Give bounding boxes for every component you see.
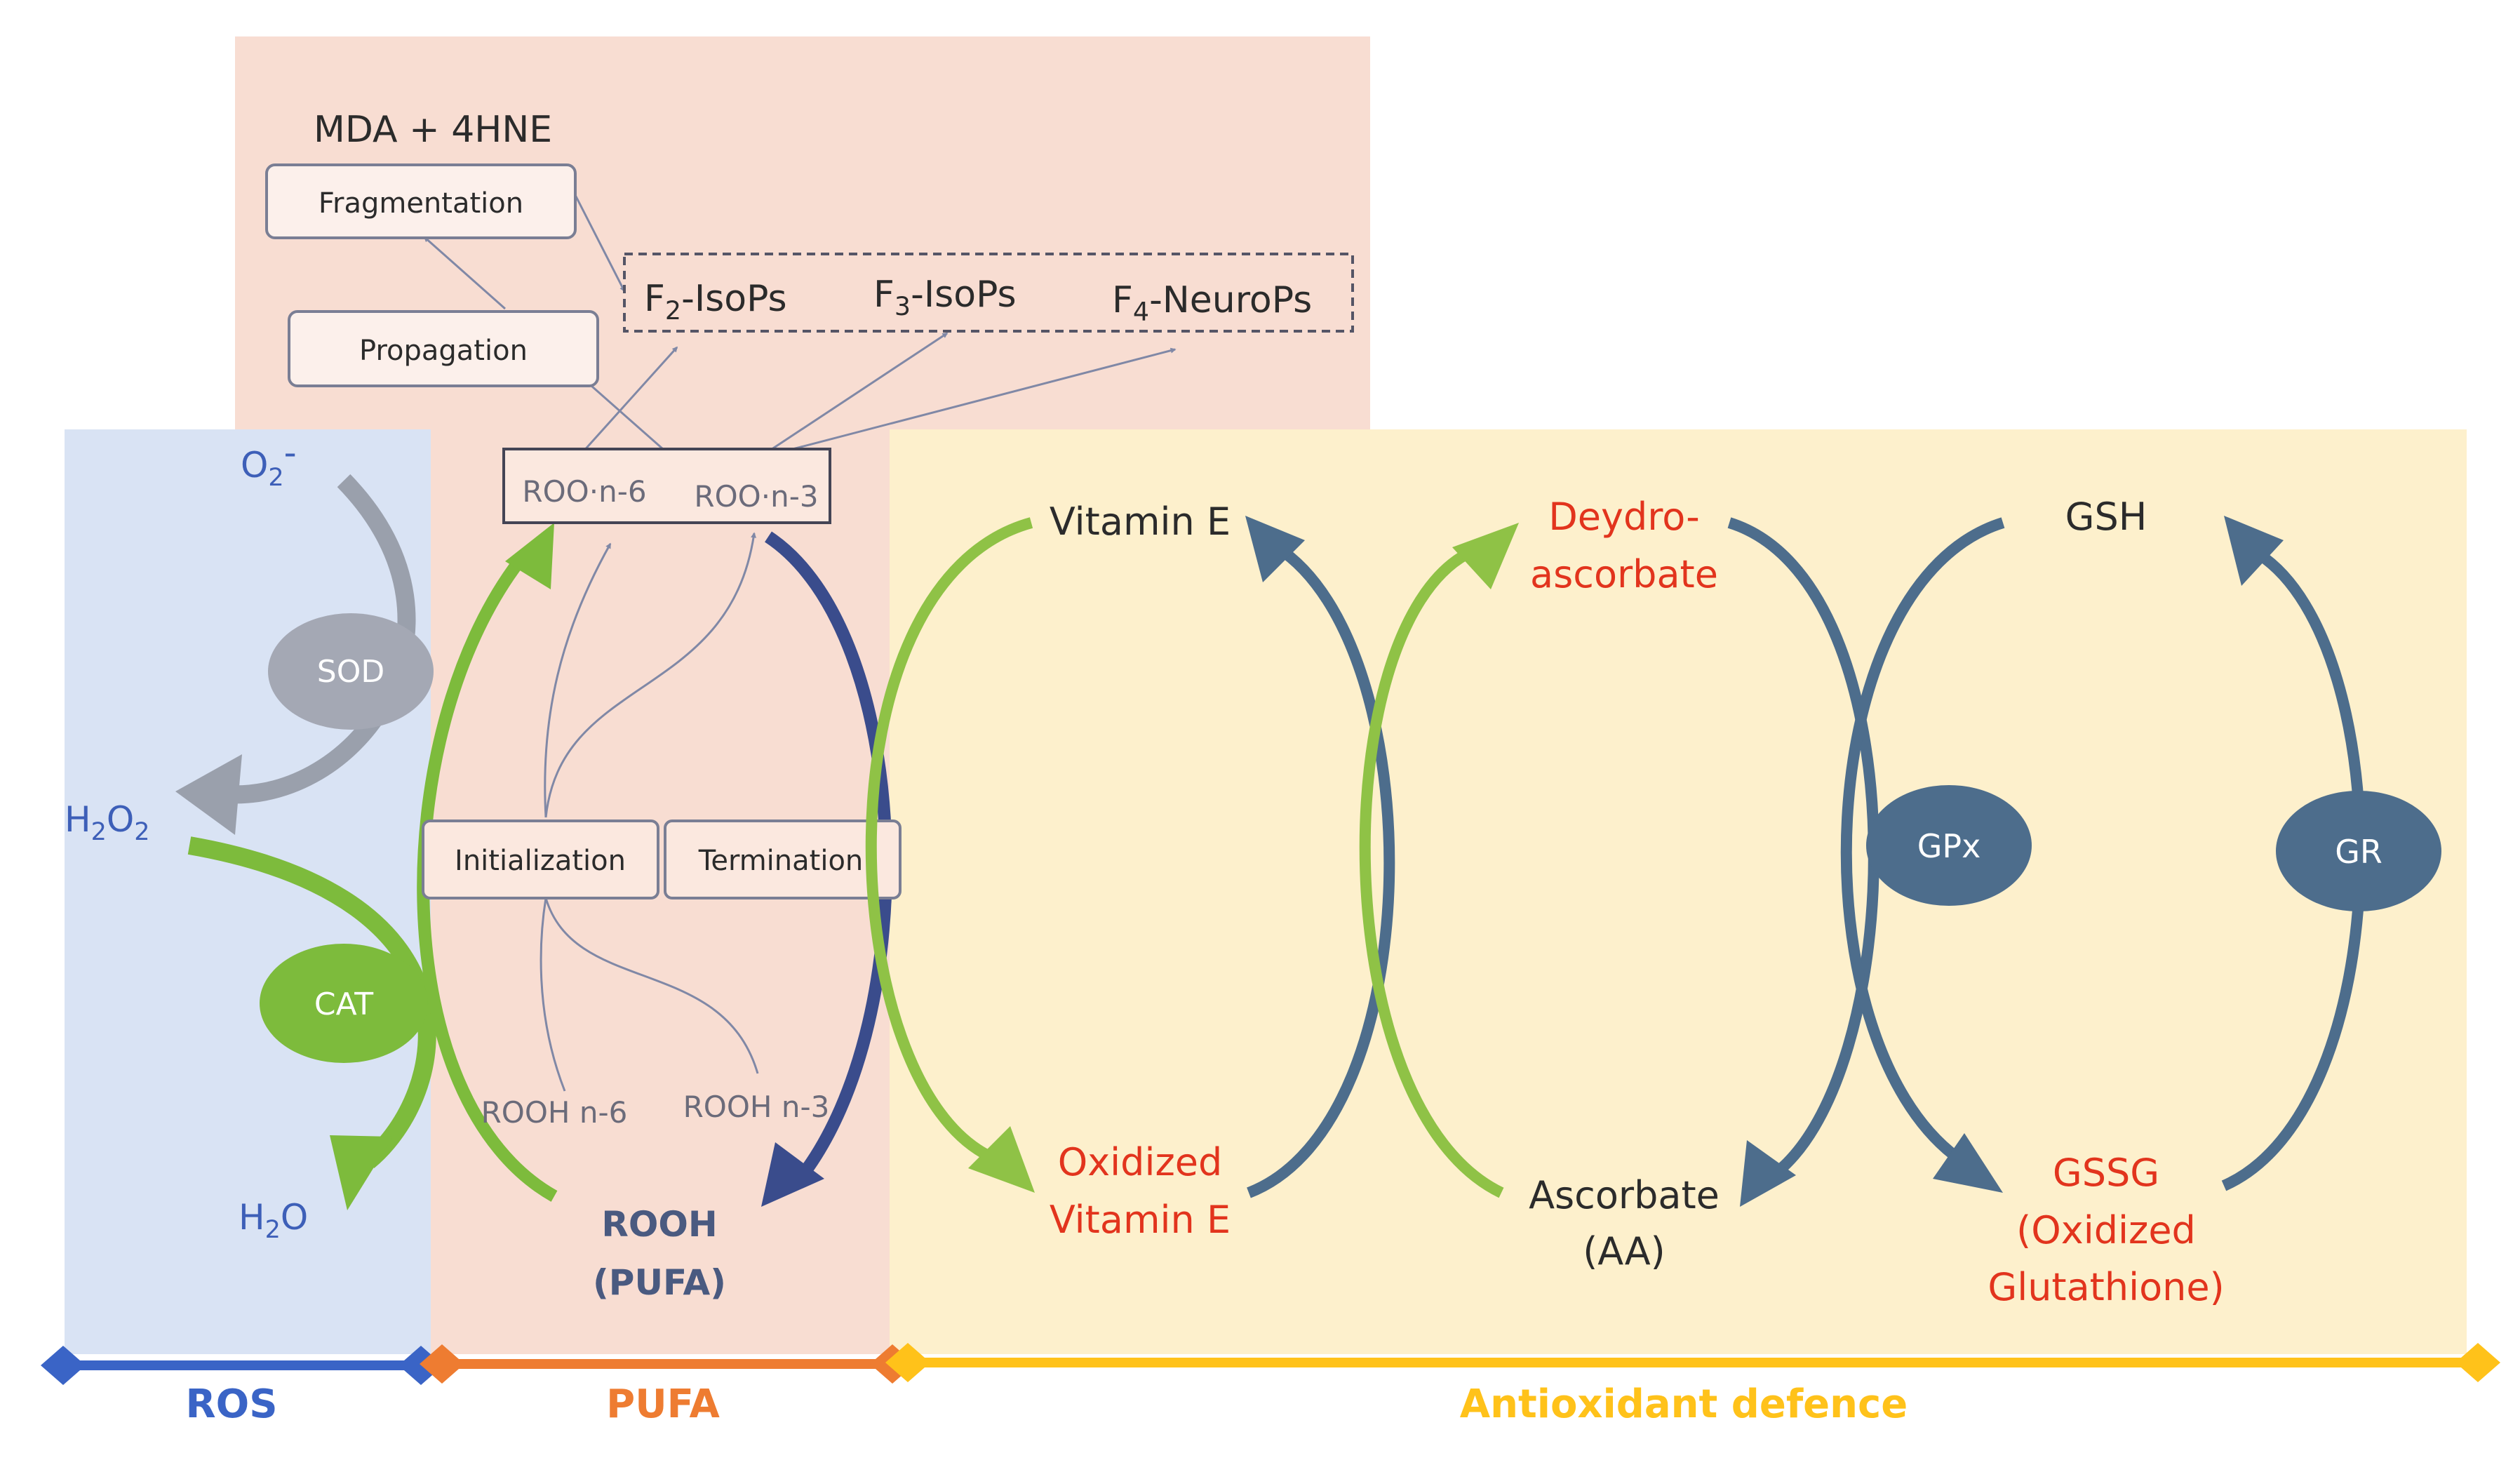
gpx-slate-arrowhead <box>1933 1133 2003 1193</box>
rooh-n3-label: ROOH n-3 <box>683 1090 830 1124</box>
gssg-line2: (Oxidized <box>2016 1208 2196 1252</box>
superoxide-label: O2- <box>241 432 297 492</box>
gsh-label: GSH <box>2065 495 2147 539</box>
gpx-slate-arc <box>1840 517 2005 1163</box>
ros-panel <box>65 429 431 1354</box>
deydroascorbate-line2: ascorbate <box>1530 552 1718 596</box>
h2o-label: H2O <box>239 1197 308 1244</box>
h2o2-label: H2O2 <box>65 799 150 846</box>
f3-isops-label: F3-IsoPs <box>873 274 1017 321</box>
rooh-n6-label: ROOH n-6 <box>481 1095 628 1130</box>
rooh-to-roo-green-arrow <box>417 557 558 1202</box>
gpx-label: GPx <box>1917 827 1981 865</box>
cat-arrowhead <box>330 1135 393 1210</box>
ascorbate-line1: Ascorbate <box>1529 1173 1720 1217</box>
gr-label: GR <box>2335 833 2382 871</box>
fragmentation-box <box>265 163 577 239</box>
vitamin-e-label: Vitamin E <box>1050 500 1231 544</box>
roo-to-f2-arrow <box>581 346 678 454</box>
termination-box <box>664 820 902 899</box>
initialization-label: Initialization <box>455 845 626 877</box>
antioxidant-panel <box>890 429 2467 1354</box>
gssg-line1: GSSG <box>2053 1151 2159 1195</box>
pufa-axis-label: PUFA <box>606 1382 720 1427</box>
vitamin-e-slate-arrowhead <box>1245 516 1305 582</box>
fragmentation-label: Fragmentation <box>319 187 523 220</box>
rooh-n3-to-init-line <box>544 897 759 1074</box>
antioxidant-axis-label: Antioxidant defence <box>1460 1382 1908 1427</box>
sod-arrowhead <box>175 754 242 835</box>
fragmentation-to-f2-arrow <box>574 194 626 293</box>
propagation-to-fragmentation-arrow <box>423 236 506 310</box>
propagation-label: Propagation <box>359 335 528 367</box>
sod-label: SOD <box>317 654 384 690</box>
gpx-enzyme <box>1866 785 2032 906</box>
ros-axis-label: ROS <box>185 1382 277 1427</box>
roo-radicals-box <box>502 448 831 524</box>
vitamin-e-slate-arc <box>1247 542 1395 1198</box>
propagation-box <box>288 310 599 387</box>
vitamin-e-green-arc <box>865 517 1033 1163</box>
gr-slate-arrowhead <box>2224 516 2284 586</box>
ascorbate-slate-arrowhead <box>1740 1140 1796 1207</box>
init-to-roo-n3-arrow <box>544 532 757 818</box>
deydroascorbate-line1: Deydro- <box>1548 495 1700 539</box>
vitamin-e-green-arrowhead <box>968 1126 1035 1193</box>
pufa-axis <box>420 1344 915 1384</box>
roo-to-f4-arrow <box>792 347 1177 450</box>
ascorbate-line2: (AA) <box>1583 1229 1666 1273</box>
thin-connectors <box>423 194 1177 1092</box>
rooh-pufa-line1: ROOH <box>601 1204 717 1245</box>
roo-to-f3-arrow <box>750 332 949 464</box>
ascorbate-green-arc <box>1359 549 1504 1198</box>
gr-enzyme <box>2276 791 2441 911</box>
antioxidant-axis <box>885 1343 2500 1382</box>
cat-label: CAT <box>314 986 373 1022</box>
mda-label: MDA + 4HNE <box>314 109 552 151</box>
oxidized-vitamin-e-line2: Vitamin E <box>1050 1198 1231 1242</box>
ascorbate-green-arrowhead <box>1452 523 1519 589</box>
f4-neurops-label: F4-NeuroPs <box>1112 279 1312 327</box>
sod-enzyme <box>268 613 434 730</box>
rooh-n6-to-init-line <box>539 897 566 1092</box>
termination-label: Termination <box>698 845 864 877</box>
cat-enzyme <box>260 944 428 1063</box>
f2-isops-label: F2-IsoPs <box>644 278 787 326</box>
rooh-pufa-line2: (PUFA) <box>593 1262 726 1303</box>
init-to-roo-n6-arrow <box>544 542 612 818</box>
roo-n3-label: ROO·n-3 <box>694 479 818 514</box>
roo-to-rooh-navy-arrowhead <box>761 1142 824 1207</box>
gssg-line3: Glutathione) <box>1988 1265 2224 1309</box>
roo-n6-label: ROO·n-6 <box>522 474 646 509</box>
initialization-box <box>422 820 659 899</box>
roo-to-propagation-line <box>591 384 664 450</box>
oxidized-vitamin-e-line1: Oxidized <box>1058 1140 1223 1184</box>
rooh-to-roo-green-arrowhead <box>505 523 554 589</box>
isoprostanes-box <box>623 253 1354 333</box>
